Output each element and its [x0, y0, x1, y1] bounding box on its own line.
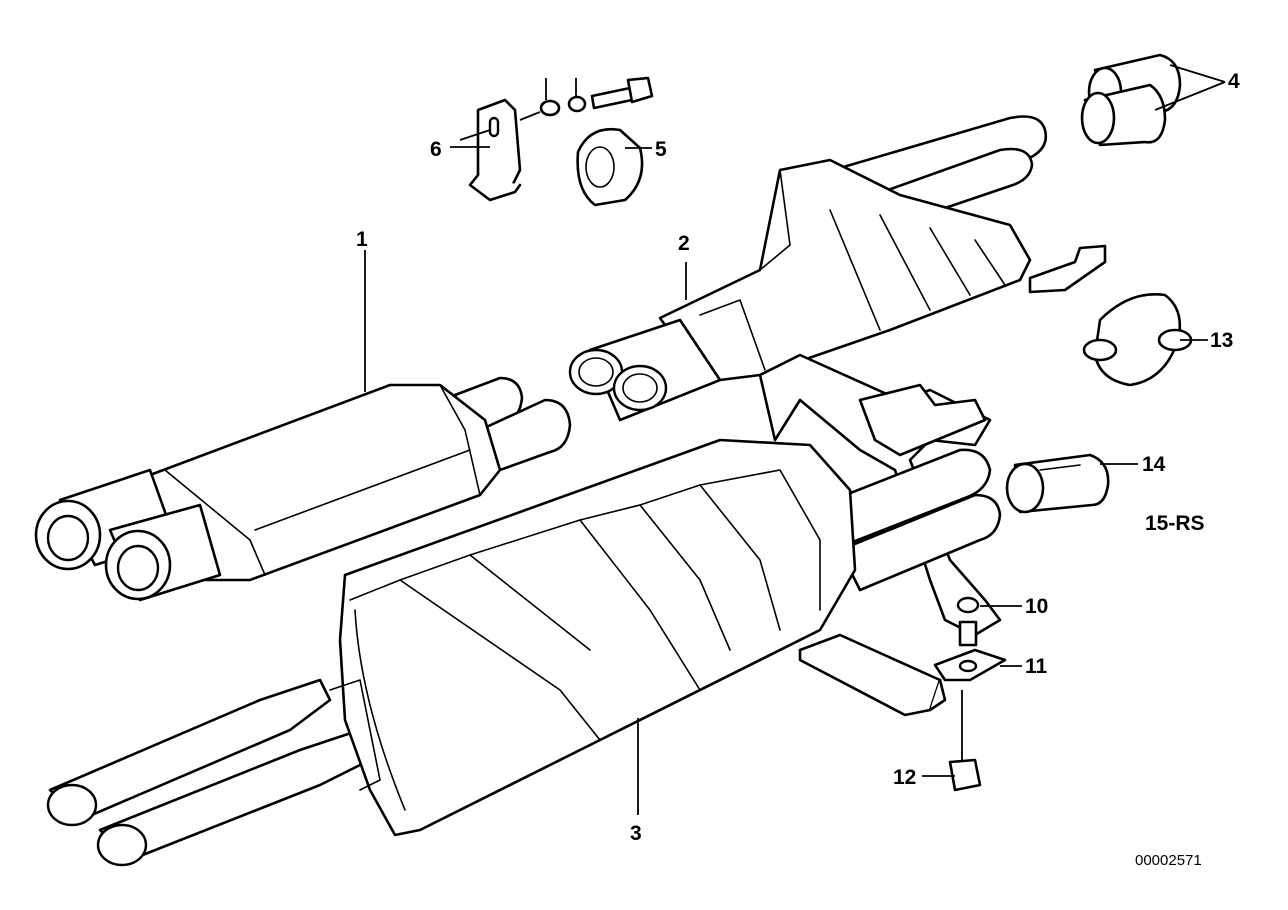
callouts: 1 2 3 4 5 6 10 11 12 13 14 15-RS	[356, 70, 1240, 845]
part-rear-silencer	[568, 115, 1107, 422]
part-hanger-bracket	[758, 353, 1002, 637]
part-front-silencer	[34, 376, 572, 602]
part-rubber-ring	[1082, 293, 1193, 387]
callout-1: 1	[356, 228, 368, 251]
callout-6: 6	[430, 138, 442, 161]
callout-5: 5	[655, 138, 667, 161]
callout-13: 13	[1210, 329, 1233, 352]
callout-2: 2	[678, 232, 690, 255]
part-main-silencer	[46, 438, 942, 867]
callout-12: 12	[893, 766, 916, 789]
diagram-reference-number: 00002571	[1135, 852, 1202, 869]
part-tail-sleeves	[1080, 53, 1182, 147]
part-fasteners	[928, 596, 1007, 792]
leader-lines	[364, 64, 1226, 815]
variant-note: 15-RS	[1145, 512, 1205, 535]
part-main-silencer-outlets	[818, 448, 1002, 592]
part-sleeve	[1005, 453, 1110, 514]
part-rubber-mount	[576, 127, 644, 207]
callout-4: 4	[1228, 70, 1240, 93]
callout-3: 3	[630, 822, 642, 845]
callout-11: 11	[1025, 655, 1048, 678]
callout-10: 10	[1025, 595, 1048, 618]
callout-14: 14	[1142, 453, 1166, 476]
part-bracket-assembly	[468, 76, 654, 202]
